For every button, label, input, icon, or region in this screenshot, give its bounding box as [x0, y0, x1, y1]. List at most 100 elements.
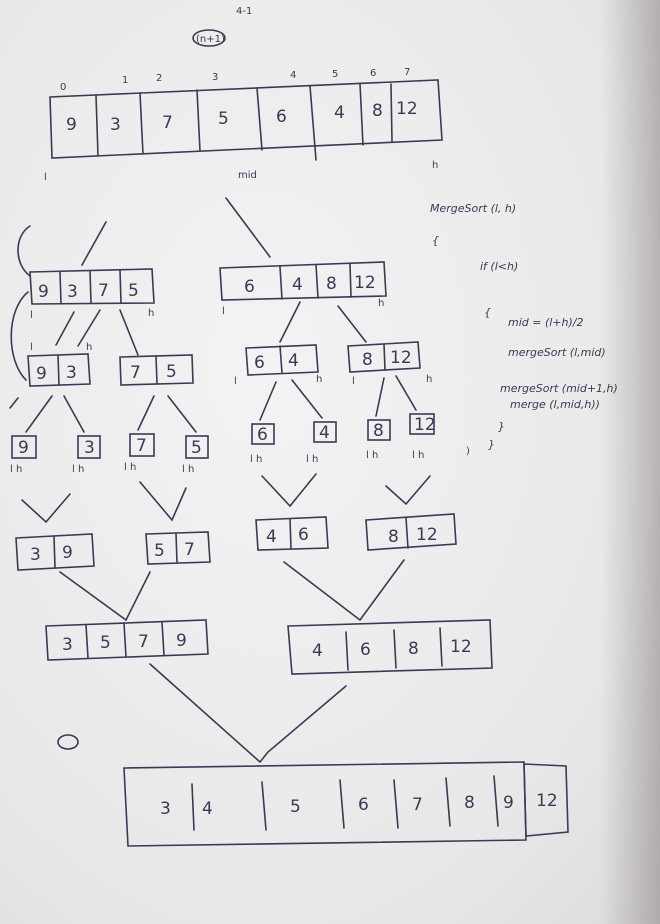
recursion-arrow-2	[10, 291, 29, 381]
l3-3-value: 5	[191, 438, 202, 458]
l2-0-cell-1: 3	[66, 363, 77, 383]
page-shadow	[600, 0, 660, 924]
l3-6-lh: l h	[366, 450, 378, 461]
pseudocode-line-2: if (l<h)	[480, 260, 518, 273]
level3-box-6: 8 l h	[366, 419, 391, 461]
top-array: 0 1 2 3 4 5 6 7 9 3 7 5 6 4 8 12 l mid h	[44, 67, 443, 183]
l1-right-cell-0: 6	[244, 277, 255, 297]
m2-0-cell-3: 9	[176, 631, 187, 651]
m1-3-cell-1: 12	[416, 525, 438, 545]
l1-left-cell-2: 7	[98, 281, 109, 301]
top-array-dividers	[95, 83, 393, 161]
final-cell-3: 6	[358, 795, 369, 815]
closing-brace-mark: )	[466, 446, 470, 457]
l1-left-cell-3: 5	[128, 281, 139, 301]
final-array-extra-cell	[523, 763, 569, 837]
l2-3-h: h	[426, 374, 432, 385]
l3-2-lh: l h	[124, 462, 136, 473]
top-cell-7: 12	[396, 99, 418, 119]
split-line-top-right	[225, 197, 271, 258]
merge-lines-3	[385, 475, 431, 506]
final-array: 3 4 5 6 7 8 9 12	[123, 761, 569, 847]
split-l1-d	[279, 301, 301, 343]
top-index-5: 5	[332, 69, 338, 80]
l2-2-l: l	[234, 376, 237, 387]
pseudocode-line-7: merge (l,mid,h))	[510, 398, 600, 411]
merge-lines-2	[261, 473, 317, 508]
split-l2-b	[63, 395, 85, 433]
final-cell-1: 4	[202, 799, 213, 819]
m1-1-cell-0: 5	[154, 541, 165, 561]
level3-box-3: 5 l h	[182, 435, 209, 475]
l1-left-h: h	[148, 308, 154, 319]
l1-left-l: l	[30, 310, 33, 321]
merge2-box-1: 4 6 8 12	[287, 619, 493, 675]
l2-3-l: l	[352, 376, 355, 387]
split-l2-c	[137, 395, 155, 431]
l3-2-value: 7	[136, 436, 147, 456]
top-index-0: 0	[60, 82, 66, 93]
final-cell-6: 9	[503, 793, 514, 813]
l2-2-cell-1: 4	[288, 351, 299, 371]
l2-3-cell-1: 12	[390, 348, 412, 368]
m2-0-cell-1: 5	[100, 633, 111, 653]
l1-right-cell-2: 8	[326, 274, 337, 294]
m2-0-cell-0: 3	[62, 635, 73, 655]
l3-5-lh: l h	[306, 454, 318, 465]
l2-2-cell-0: 6	[254, 353, 265, 373]
l2-1-cell-0: 7	[130, 363, 141, 383]
level2-box-1: 7 5	[119, 354, 194, 386]
top-cell-0: 9	[66, 115, 77, 135]
split-l1-c	[119, 309, 139, 356]
m2-1-cell-2: 8	[408, 639, 419, 659]
top-index-2: 2	[156, 73, 162, 84]
merge-lines-4	[59, 571, 151, 622]
level2-box-0: 9 3 l h	[27, 342, 92, 387]
merge-lines-6	[149, 663, 347, 764]
split-line-top-left	[81, 221, 107, 266]
top-left-label: l	[44, 172, 47, 183]
pseudocode-line-0: MergeSort (l, h)	[430, 202, 516, 215]
level2-box-3: 8 12 l h	[347, 341, 432, 387]
final-cell-7: 12	[536, 791, 558, 811]
m1-2-cell-0: 4	[266, 527, 277, 547]
l2-3-cell-0: 8	[362, 350, 373, 370]
recursion-arrow-3	[9, 397, 19, 409]
l3-4-value: 6	[257, 425, 268, 445]
merge1-box-0: 3 9	[15, 533, 95, 571]
final-cell-2: 5	[290, 797, 301, 817]
level1-left: 9 3 7 5 l h	[29, 268, 155, 321]
top-mid-label: mid	[238, 170, 257, 181]
pseudocode-line-5: mergeSort (l,mid)	[508, 346, 606, 359]
pseudocode-line-6: mergeSort (mid+1,h)	[500, 382, 618, 395]
merge2-box-0: 3 5 7 9	[45, 619, 209, 661]
top-index-4: 4	[290, 70, 296, 81]
top-right-label: h	[432, 160, 438, 171]
level3-box-1: 3 l h	[72, 435, 101, 475]
top-cell-5: 4	[334, 103, 345, 123]
l3-6-value: 8	[373, 421, 384, 441]
l2-2-h: h	[316, 374, 322, 385]
level3-box-0: 9 l h	[10, 435, 37, 475]
l3-4-lh: l h	[250, 454, 262, 465]
l3-7-lh: l h	[412, 450, 424, 461]
pseudocode-line-9: }	[488, 438, 495, 451]
l3-7-value: 12	[414, 415, 436, 435]
pseudocode-line-8: }	[498, 420, 505, 433]
level3-box-4: 6 l h	[250, 423, 275, 465]
m2-1-cell-0: 4	[312, 641, 323, 661]
m2-0-cell-2: 7	[138, 632, 149, 652]
l3-3-lh: l h	[182, 464, 194, 475]
m2-1-cell-3: 12	[450, 637, 472, 657]
l2-0-h: h	[86, 342, 92, 353]
l2-0-cell-0: 9	[36, 364, 47, 384]
final-cell-4: 7	[412, 795, 423, 815]
final-cell-0: 3	[160, 799, 171, 819]
top-mark-2-oval: (n+1)	[192, 29, 226, 47]
top-index-1: 1	[122, 75, 128, 86]
m1-3-cell-0: 8	[388, 527, 399, 547]
top-index-6: 6	[370, 68, 376, 79]
top-cell-4: 6	[276, 107, 287, 127]
l1-right-h: h	[378, 298, 384, 309]
split-l2-a	[25, 395, 53, 433]
